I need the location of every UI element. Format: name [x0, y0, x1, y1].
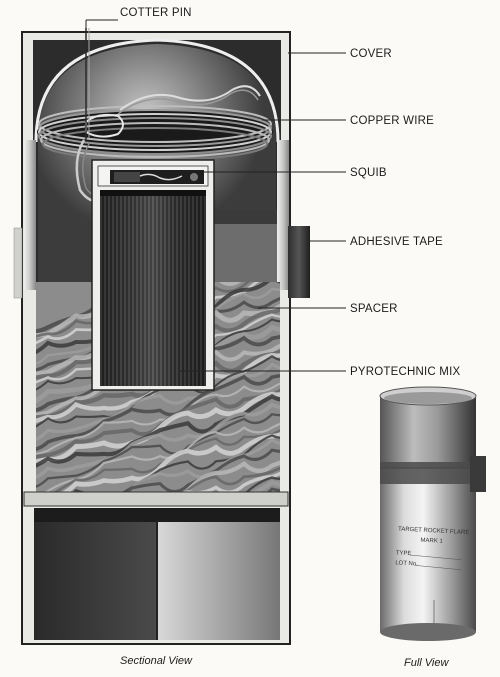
label-pyrotechnic-mix: PYROTECHNIC MIX	[350, 366, 460, 378]
spacer-grain-line	[183, 460, 280, 492]
squib	[110, 170, 204, 184]
sectional-view	[13, 28, 310, 645]
cover-dome-rim	[34, 38, 280, 143]
spacer-grain-line	[36, 402, 280, 480]
full-view-label-line1: TARGET ROCKET FLARE	[398, 526, 470, 536]
spacer-grain-line	[245, 476, 280, 492]
label-spacer: SPACER	[350, 303, 398, 315]
spacer-grain-line	[182, 466, 280, 492]
spacer-grain-line	[36, 393, 280, 468]
label-cover: COVER	[350, 48, 392, 60]
caption-sectional-view: Sectional View	[120, 655, 193, 667]
spacer-grain-line	[36, 362, 280, 442]
bottom-chamber-left	[34, 508, 156, 640]
spacer-grain-line	[36, 391, 280, 465]
full-view-cap	[380, 396, 476, 468]
labels: COTTER PIN COVER COPPER WIRE SQUIB ADHES…	[85, 7, 460, 378]
base-flange	[23, 491, 289, 507]
cover-wall-left	[24, 140, 36, 290]
caption-full-view: Full View	[404, 657, 449, 669]
spacer-grain-line	[181, 471, 280, 492]
label-squib: SQUIB	[350, 167, 387, 179]
cover-wall-right	[277, 140, 289, 290]
spacer-grain-line	[72, 434, 280, 492]
spacer-grain-line	[249, 479, 280, 492]
adhesive-tape	[288, 226, 310, 298]
label-cotter-pin: COTTER PIN	[120, 7, 192, 19]
bottom-chamber-right	[158, 508, 280, 640]
label-adhesive-tape: ADHESIVE TAPE	[350, 236, 443, 248]
full-view-label-line4: LOT No.	[395, 560, 418, 567]
spacer-grain-line	[124, 438, 280, 492]
label-copper-wire: COPPER WIRE	[350, 115, 434, 127]
full-view-tape-band	[380, 462, 476, 484]
full-view-label-line2: MARK 1	[420, 538, 443, 545]
full-view-label-line3: TYPE	[396, 550, 412, 557]
spacer-grain-line	[266, 487, 280, 492]
full-view: TARGET ROCKET FLARE MARK 1 TYPE LOT No.	[379, 386, 486, 641]
pyrotechnic-tube	[91, 159, 215, 391]
copper-wire-coil	[37, 85, 273, 203]
full-view-label: TARGET ROCKET FLARE MARK 1 TYPE LOT No.	[395, 526, 470, 571]
